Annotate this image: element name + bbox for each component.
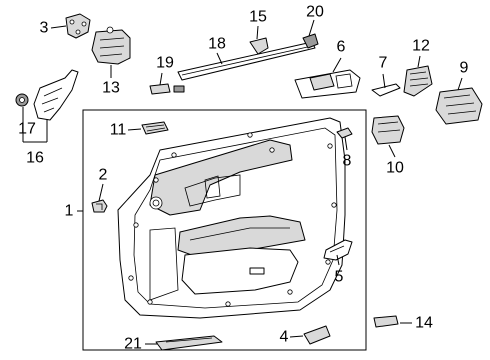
callout-11: 11	[110, 122, 127, 139]
part-12-switch	[403, 65, 433, 97]
part-9-master-switch	[435, 87, 483, 125]
part-15-cover	[249, 37, 269, 55]
callout-19: 19	[156, 55, 174, 72]
callout-21: 21	[124, 336, 142, 353]
part-5-handle	[323, 239, 353, 261]
part-20-clip	[302, 33, 319, 49]
part-13-module	[91, 26, 131, 65]
callout-6: 6	[337, 39, 346, 56]
callout-4: 4	[280, 329, 289, 346]
part-6-switch-base	[294, 69, 361, 99]
callout-13: 13	[102, 80, 120, 97]
part-3-bracket	[65, 13, 91, 39]
callout-8: 8	[343, 153, 352, 170]
part-19-clip	[149, 83, 185, 95]
callout-2: 2	[99, 167, 108, 184]
part-14-clip	[373, 315, 399, 328]
door-trim-panel	[117, 117, 346, 319]
callout-5: 5	[335, 269, 344, 286]
part-2-clip	[91, 199, 108, 213]
callout-17: 17	[18, 121, 36, 138]
part-11-lamp	[141, 121, 169, 135]
part-7-trim-piece	[371, 83, 401, 97]
part-17-grommet	[15, 93, 29, 107]
leader-lines	[22, 19, 463, 345]
callout-1: 1	[65, 203, 74, 220]
part-8-clip	[336, 127, 353, 139]
callout-12: 12	[412, 38, 430, 55]
callout-16: 16	[26, 150, 44, 167]
part-4-cover	[303, 325, 331, 345]
callout-14: 14	[415, 315, 433, 332]
callout-7: 7	[379, 55, 388, 72]
part-18-weatherstrip	[177, 41, 316, 81]
callout-15: 15	[249, 9, 267, 26]
callout-9: 9	[460, 60, 469, 77]
callout-10: 10	[386, 160, 404, 177]
callout-18: 18	[208, 36, 226, 53]
door-panel-frame	[82, 109, 367, 351]
callout-3: 3	[40, 20, 49, 37]
part-21-garnish	[155, 335, 223, 351]
part-10-switch	[371, 115, 405, 145]
part-16-garnish	[33, 69, 79, 121]
callout-20: 20	[306, 4, 324, 21]
